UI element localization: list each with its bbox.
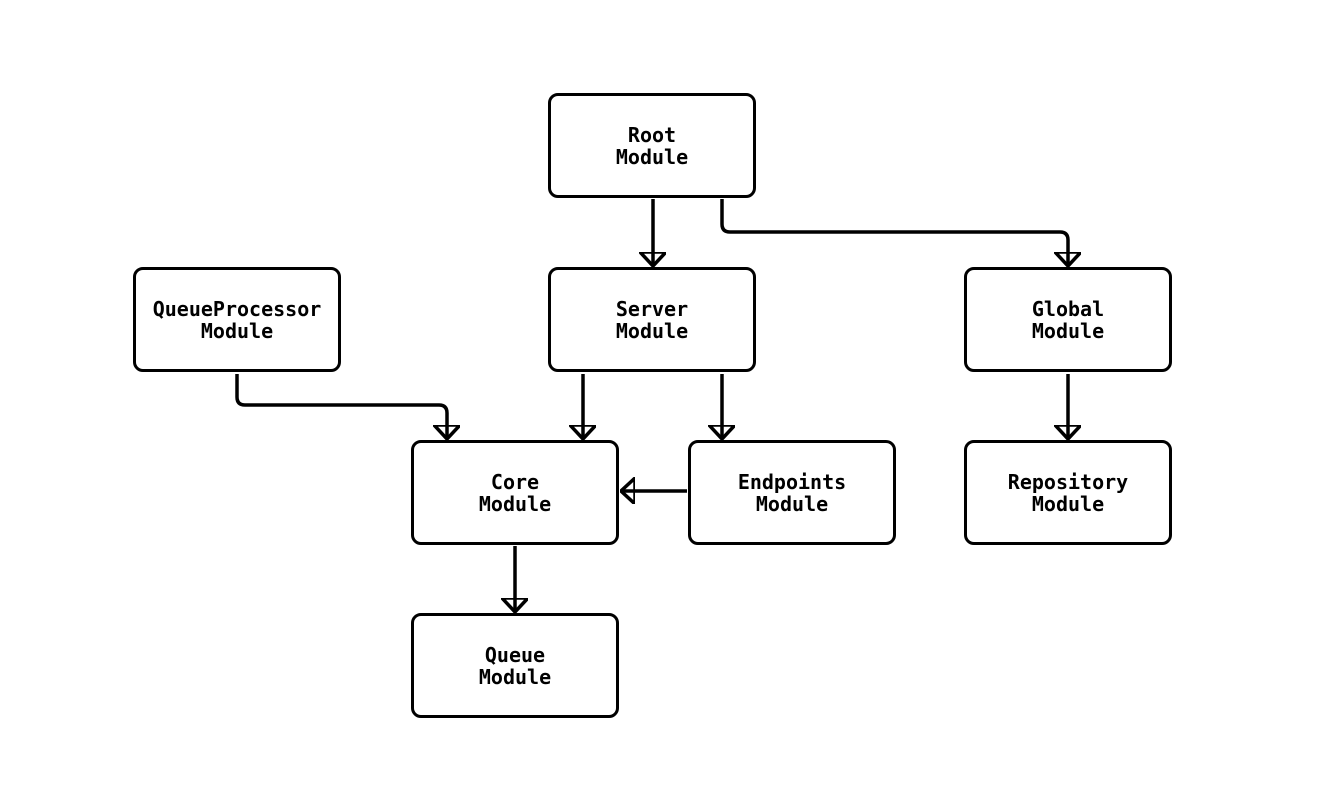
node-label-line1: Server	[615, 296, 689, 321]
node-server-module: Server Module	[548, 267, 756, 372]
node-label-line2: Module	[1031, 491, 1105, 516]
node-label-line1: Repository	[1007, 469, 1129, 494]
node-label-line2: Module	[478, 491, 552, 516]
node-label-line1: Global	[1031, 296, 1105, 321]
node-repository-module: Repository Module	[964, 440, 1172, 545]
node-global-module: Global Module	[964, 267, 1172, 372]
node-label-line1: Queue	[484, 642, 546, 667]
node-queueprocessor-module: QueueProcessor Module	[133, 267, 341, 372]
node-label-line2: Module	[200, 318, 274, 343]
node-label-line2: Module	[1031, 318, 1105, 343]
node-label-line2: Module	[615, 318, 689, 343]
node-endpoints-module: Endpoints Module	[688, 440, 896, 545]
node-root-module: Root Module	[548, 93, 756, 198]
node-label-line1: Core	[490, 469, 540, 494]
node-label-line1: QueueProcessor	[152, 296, 322, 321]
node-core-module: Core Module	[411, 440, 619, 545]
node-label-line2: Module	[755, 491, 829, 516]
edge-root-to-global	[720, 199, 1068, 266]
node-label-line2: Module	[478, 664, 552, 689]
node-label-line1: Endpoints	[737, 469, 847, 494]
node-queue-module: Queue Module	[411, 613, 619, 718]
edge-queueprocessor-to-core	[235, 374, 447, 439]
node-label-line1: Root	[627, 122, 677, 147]
node-label-line2: Module	[615, 144, 689, 169]
